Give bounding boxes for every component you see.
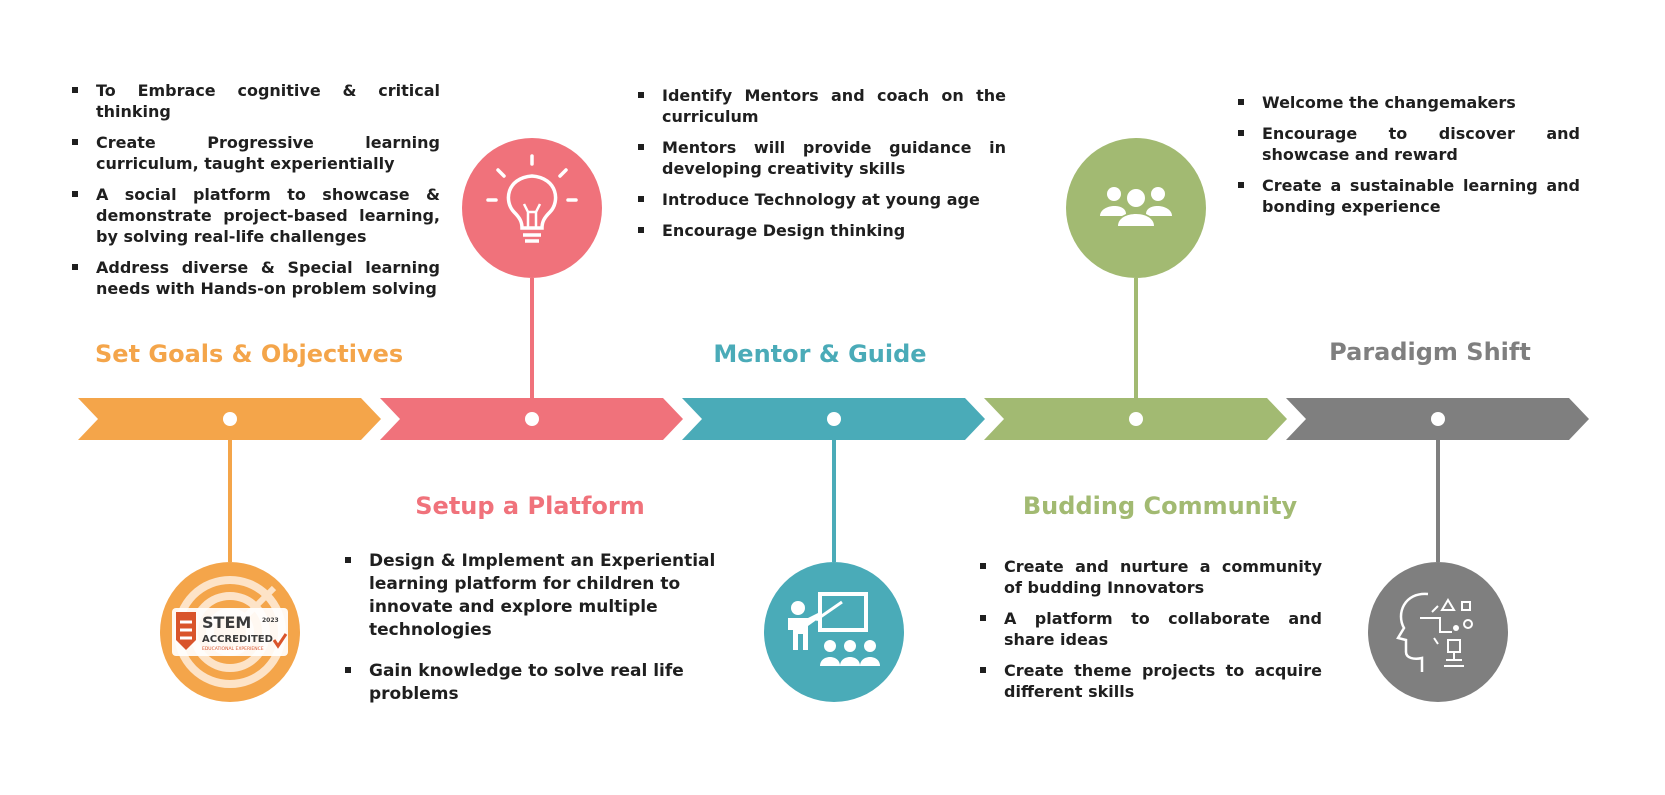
timeline-dot [1129, 412, 1143, 426]
bullets-budding-community: Create and nurture a community of buddin… [980, 556, 1322, 712]
timeline-dot [1431, 412, 1445, 426]
bullet-item: Create Progressive learning curriculum, … [72, 132, 440, 174]
bullet-item: Identify Mentors and coach on the curric… [638, 85, 1006, 127]
bullet-item: Design & Implement an Experiential learn… [345, 550, 730, 642]
bullet-item: Introduce Technology at young age [638, 189, 1006, 210]
bullet-item: Create and nurture a community of buddin… [980, 556, 1322, 598]
icon-circle-setup-platform [462, 138, 602, 278]
stage-title-paradigm-shift: Paradigm Shift [1329, 338, 1531, 366]
stage-title-set-goals: Set Goals & Objectives [95, 340, 404, 368]
stage-title-mentor-guide: Mentor & Guide [713, 340, 927, 368]
bullets-paradigm-shift: Welcome the changemakers Encourage to di… [1238, 92, 1580, 227]
svg-text:ACCREDITED: ACCREDITED [202, 634, 273, 645]
teacher-presentation-icon [788, 592, 880, 666]
bullets-mentor-guide: Identify Mentors and coach on the curric… [638, 85, 1006, 251]
bullets-set-goals: To Embrace cognitive & critical thinking… [72, 80, 440, 309]
stage-title-budding-community: Budding Community [1022, 492, 1298, 520]
bullets-setup-platform: Design & Implement an Experiential learn… [345, 550, 730, 724]
timeline-dot [223, 412, 237, 426]
bullet-item: Gain knowledge to solve real life proble… [345, 660, 730, 706]
community-group-icon [1100, 187, 1172, 226]
icon-circle-budding-community [1066, 138, 1206, 278]
timeline-dot [827, 412, 841, 426]
svg-text:STEM: STEM [202, 613, 251, 632]
bullet-item: Mentors will provide guidance in develop… [638, 137, 1006, 179]
bullet-item: Create a sustainable learning and bondin… [1238, 175, 1580, 217]
bullet-item: Create theme projects to acquire differe… [980, 660, 1322, 702]
bullet-item: A platform to collaborate and share idea… [980, 608, 1322, 650]
stage-title-setup-platform: Setup a Platform [415, 492, 645, 520]
bullet-item: Address diverse & Special learning needs… [72, 257, 440, 299]
head-thinking-icon [1396, 592, 1473, 672]
bullet-item: To Embrace cognitive & critical thinking [72, 80, 440, 122]
svg-text:2023: 2023 [262, 617, 279, 624]
svg-text:EDUCATIONAL EXPERIENCE: EDUCATIONAL EXPERIENCE [202, 646, 264, 652]
bullet-item: Welcome the changemakers [1238, 92, 1580, 113]
bullet-item: Encourage Design thinking [638, 220, 1006, 241]
timeline-dot [525, 412, 539, 426]
bullet-item: Encourage to discover and showcase and r… [1238, 123, 1580, 165]
bullet-item: A social platform to showcase & demonstr… [72, 184, 440, 247]
icon-circle-paradigm-shift [1368, 562, 1508, 702]
lightbulb-icon [486, 154, 578, 243]
